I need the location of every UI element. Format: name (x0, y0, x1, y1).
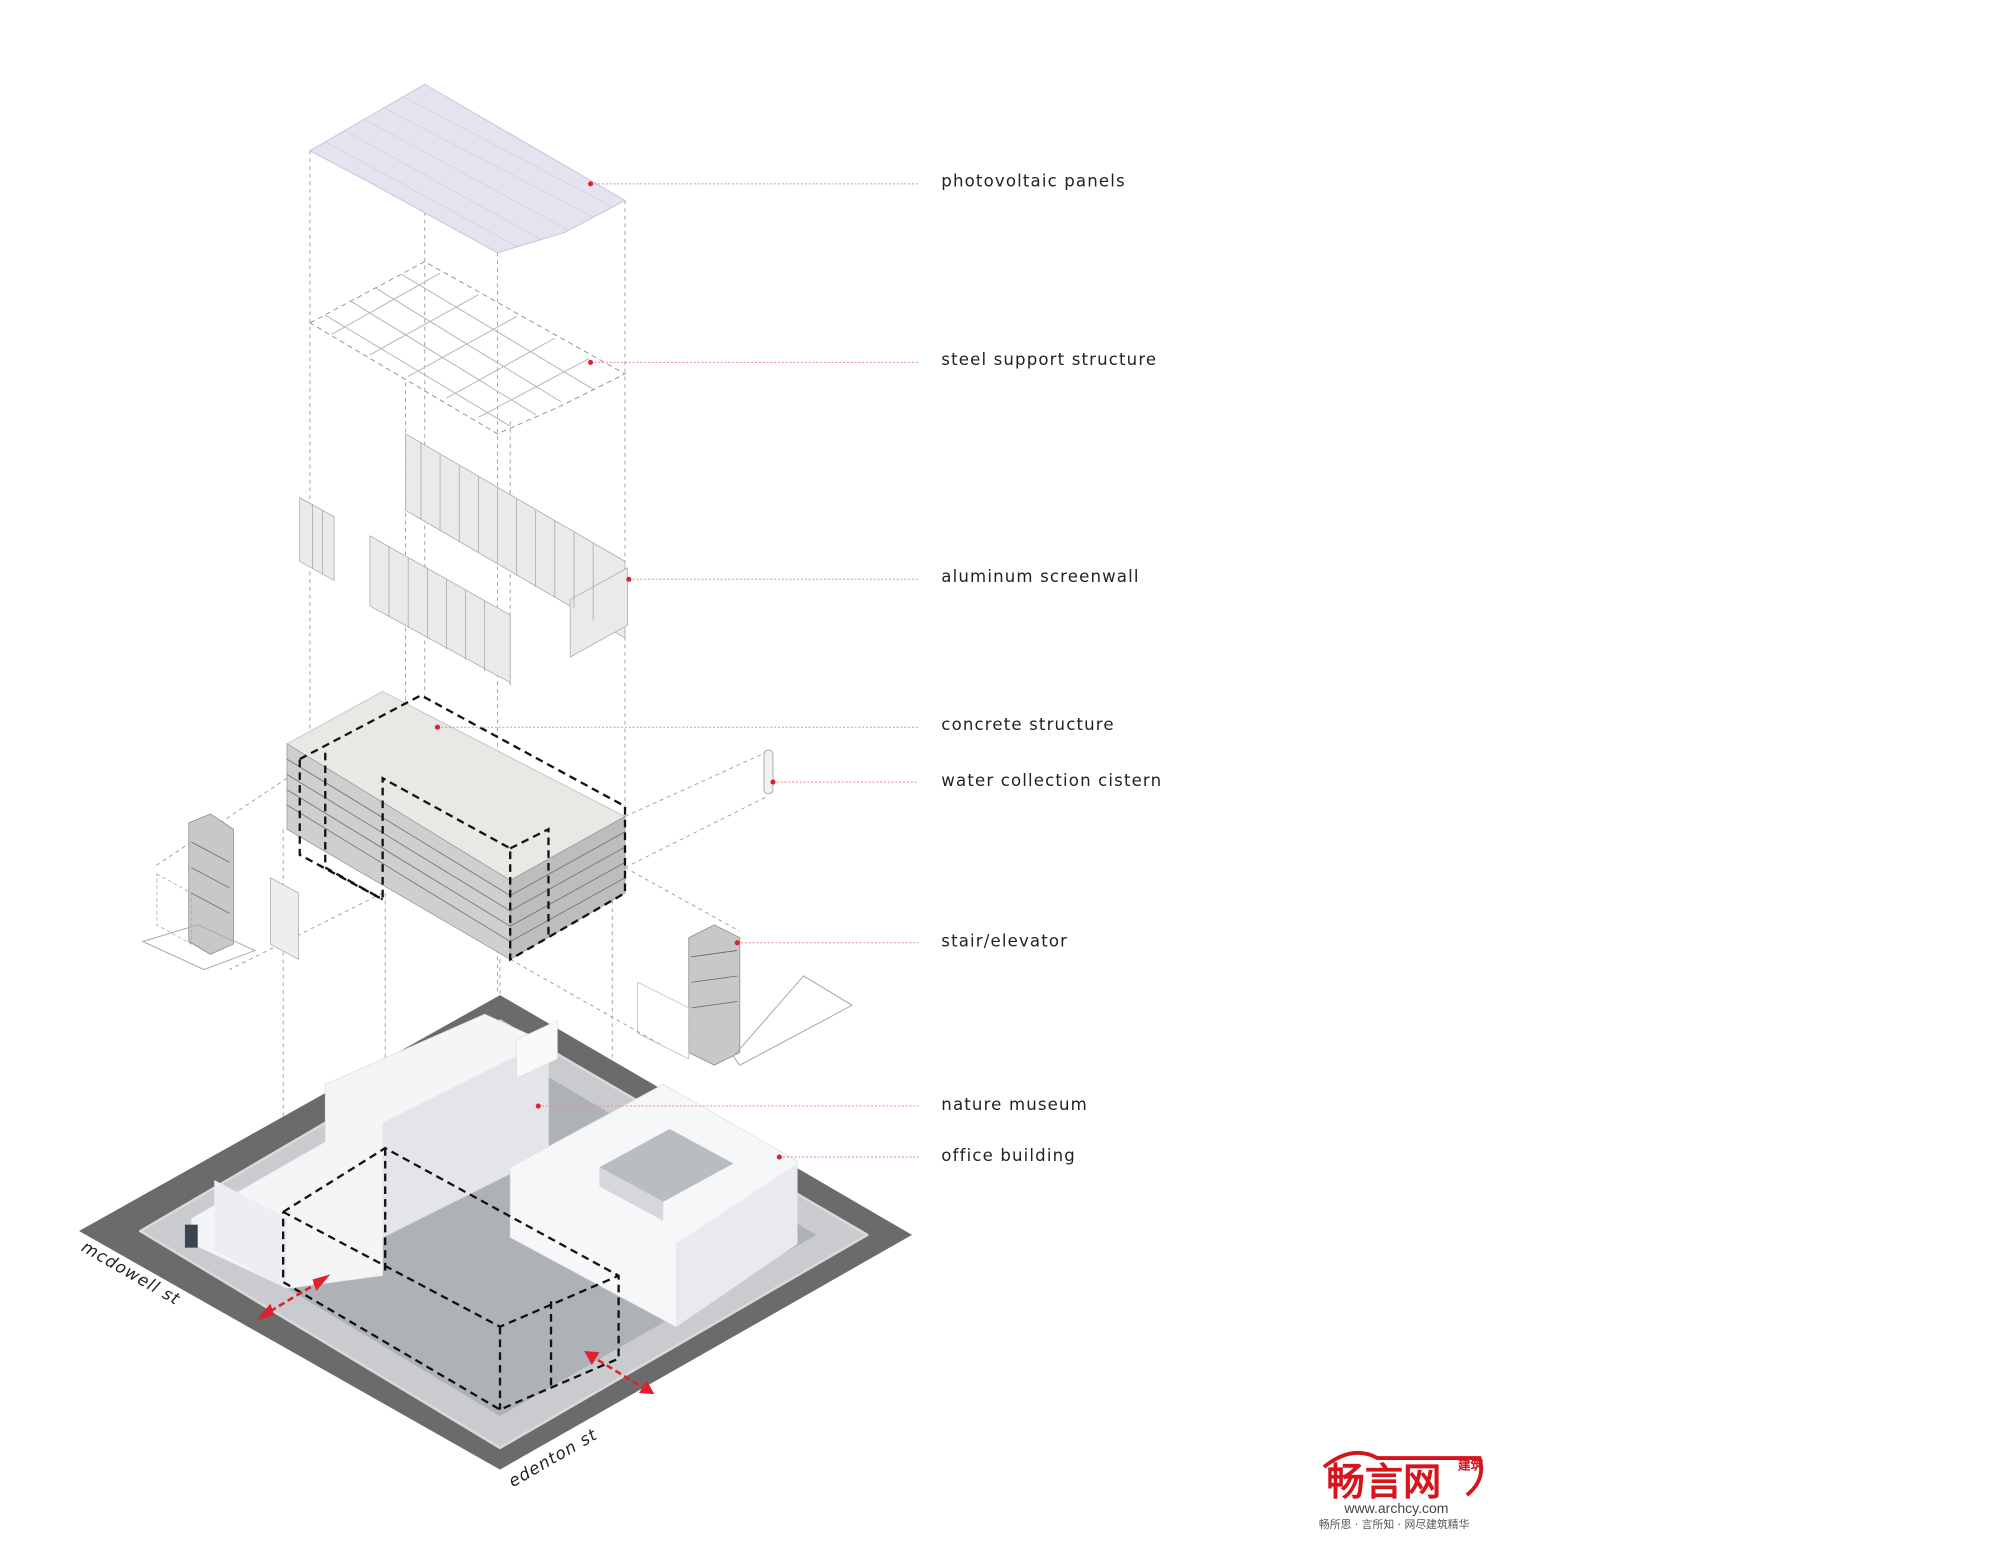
concrete-structure (286, 691, 627, 962)
watermark-logo: 畅言网 建筑 www.archcy.com 畅所思 · 言所知 · 网尽建筑精华 (1319, 1450, 1484, 1531)
label-photovoltaic-panels: photovoltaic panels (941, 171, 1125, 190)
office-building (509, 1083, 798, 1328)
label-office-building: office building (941, 1146, 1076, 1165)
label-water-collection-cistern: water collection cistern (941, 771, 1162, 790)
steel-support-structure (308, 261, 627, 435)
component-labels: photovoltaic panels steel support struct… (941, 171, 1162, 1165)
watermark-badge: 建筑 (1458, 1458, 1484, 1474)
leader-lines (434, 181, 919, 1160)
label-nature-museum: nature museum (941, 1095, 1088, 1114)
arrowheads (256, 1274, 655, 1395)
water-collection-cistern (763, 749, 774, 794)
aluminum-screenwall (299, 433, 628, 684)
watermark-slogan: 畅所思 · 言所知 · 网尽建筑精华 (1319, 1517, 1470, 1531)
photovoltaic-panels (308, 83, 627, 254)
label-concrete-structure: concrete structure (941, 715, 1114, 734)
label-aluminum-screenwall: aluminum screenwall (941, 567, 1139, 586)
access-arrow-edenton (588, 1353, 649, 1392)
stair-elevator (141, 813, 854, 1066)
watermark-url: www.archcy.com (1343, 1500, 1448, 1516)
label-stair-elevator: stair/elevator (941, 932, 1068, 951)
nature-museum (184, 1013, 558, 1289)
watermark-brand: 畅言网 (1327, 1460, 1442, 1505)
label-steel-support-structure: steel support structure (941, 350, 1157, 369)
